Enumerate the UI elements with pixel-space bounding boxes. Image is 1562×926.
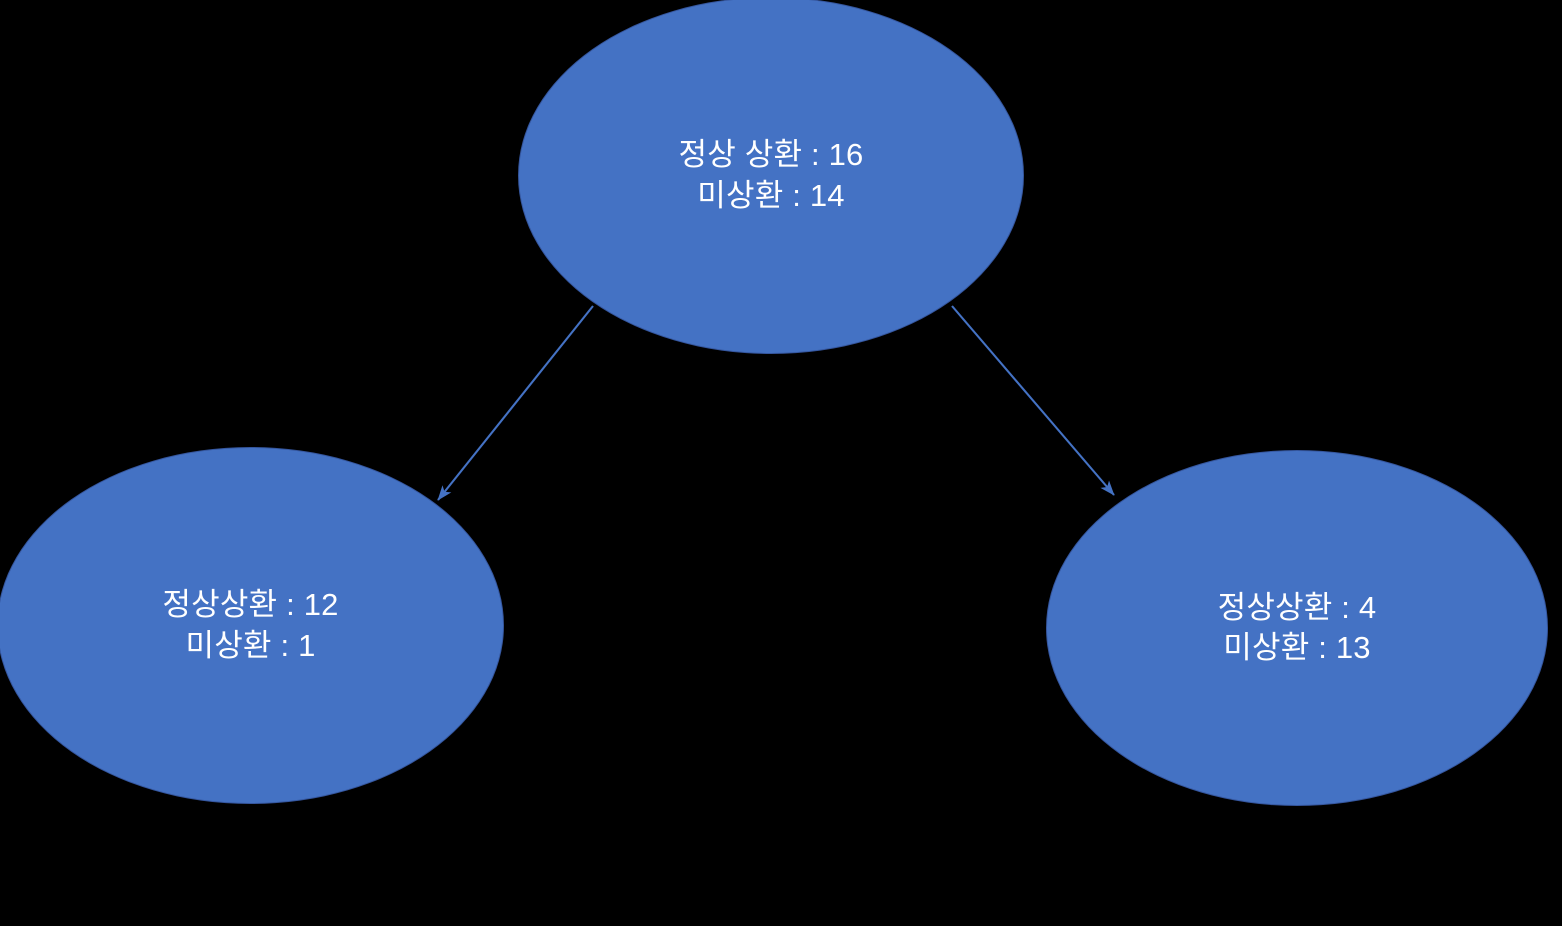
node-root[interactable]: 정상 상환 : 16 미상환 : 14	[518, 0, 1024, 354]
node-left-child-line-1: 정상상환 : 12	[162, 587, 339, 623]
node-right-child-line-1: 정상상환 : 4	[1217, 589, 1377, 625]
node-root-line-1: 정상 상환 : 16	[678, 137, 864, 173]
node-root-line-2: 미상환 : 14	[697, 177, 845, 213]
node-left-child-line-2: 미상환 : 1	[185, 627, 316, 663]
node-right-child[interactable]: 정상상환 : 4 미상환 : 13	[1046, 450, 1548, 806]
node-right-child-line-2: 미상환 : 13	[1223, 630, 1371, 665]
edge-root-to-left	[437, 305, 594, 501]
node-left-child[interactable]: 정상상환 : 12 미상환 : 1	[0, 447, 504, 804]
edge-root-to-right	[951, 305, 1115, 496]
